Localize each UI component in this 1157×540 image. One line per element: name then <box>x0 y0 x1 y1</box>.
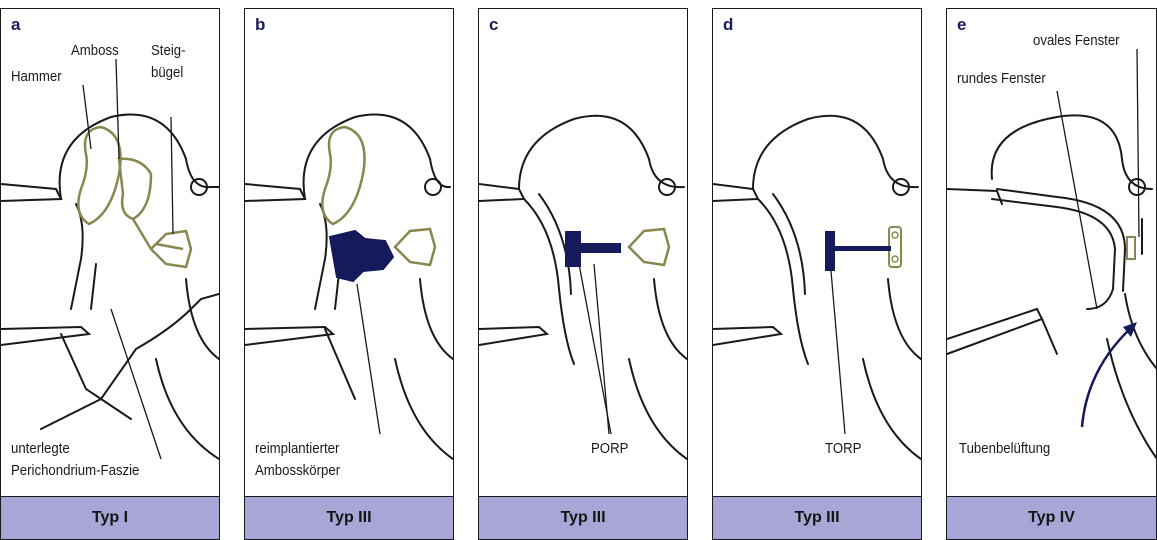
label-porp: PORP <box>591 439 628 459</box>
label-rundes-fenster: rundes Fenster <box>957 69 1046 89</box>
caption-typ: Typ I <box>1 496 219 539</box>
diagram-typ-3-torp <box>713 9 922 540</box>
label-torp: TORP <box>825 439 861 459</box>
panel-letter: b <box>255 15 265 35</box>
panel-d: d TORP Typ III <box>712 8 922 540</box>
panel-letter: c <box>489 15 498 35</box>
label-ovales-fenster: ovales Fenster <box>1033 31 1120 51</box>
panel-a: a Amboss Hammer Steig- bügel unterlegte … <box>0 8 220 540</box>
panel-letter: a <box>11 15 20 35</box>
label-faszie-1: unterlegte <box>11 439 70 459</box>
label-steigbuegel-1: Steig- <box>151 41 185 61</box>
caption-typ: Typ III <box>245 496 453 539</box>
panel-letter: d <box>723 15 733 35</box>
label-faszie-2: Perichondrium-Faszie <box>11 461 139 481</box>
label-tubenbelueftung: Tubenbelüftung <box>959 439 1050 459</box>
panel-e: e ovales Fenster rundes Fenster Tubenbel… <box>946 8 1157 540</box>
label-amboss: Amboss <box>71 41 119 61</box>
label-reimplantierter: reimplantierter <box>255 439 339 459</box>
diagram-typ-3-porp <box>479 9 688 540</box>
label-ambosskoerper: Ambosskörper <box>255 461 340 481</box>
caption-typ: Typ III <box>479 496 687 539</box>
label-hammer: Hammer <box>11 67 62 87</box>
panel-b: b reimplantierter Ambosskörper Typ III <box>244 8 454 540</box>
panel-letter: e <box>957 15 966 35</box>
caption-typ: Typ III <box>713 496 921 539</box>
caption-typ: Typ IV <box>947 496 1156 539</box>
panel-c: c PORP Typ III <box>478 8 688 540</box>
label-steigbuegel-2: bügel <box>151 63 183 83</box>
